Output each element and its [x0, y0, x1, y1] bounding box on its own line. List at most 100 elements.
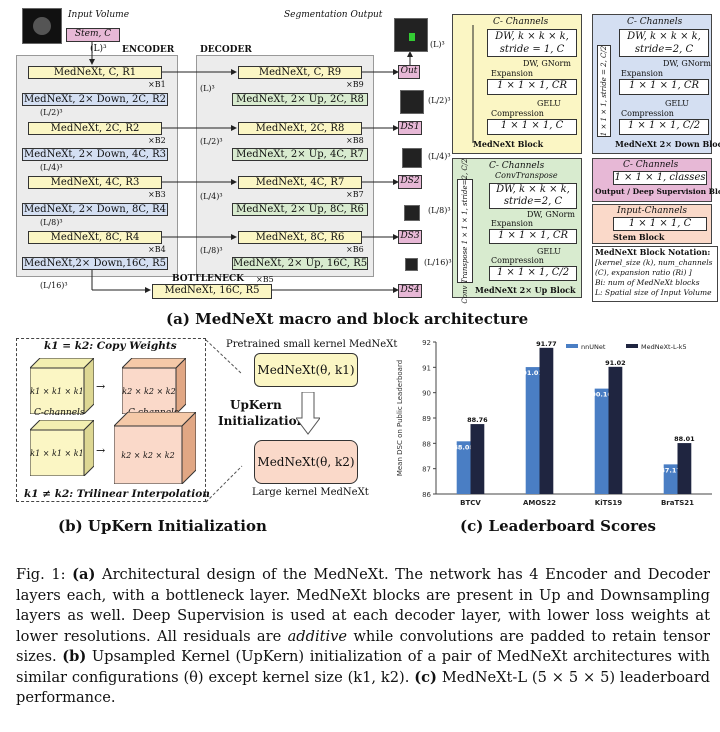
- down-block-gelu: GELU: [665, 99, 689, 108]
- panel-c-subcaption: (c) Leaderboard Scores: [460, 517, 656, 535]
- small-cube-1-label: k1 × k1 × k1: [30, 386, 84, 396]
- down-block-side: 1 × 1 × 1, stride = 2, C/2: [597, 45, 611, 137]
- ds4-output-image: [405, 258, 418, 271]
- repeat-b8: ×B8: [346, 136, 364, 145]
- chart-y-tick-label: 88: [422, 440, 431, 448]
- input-volume-label: Input Volume: [68, 10, 130, 20]
- chart-category-label: AMOS22: [523, 499, 556, 507]
- panel-a-connections: [89, 42, 413, 293]
- model-small-box: MedNeXt(θ, k1): [254, 353, 358, 387]
- encoder-block-4: MedNeXt, 2× Down, 4C, R3: [22, 148, 168, 161]
- mednext-block-dw: DW, k × k × k, stride = 1, C: [487, 29, 577, 57]
- up-block-gnorm: DW, GNorm: [527, 210, 575, 219]
- size-l-top: (L)³: [90, 44, 107, 54]
- repeat-b7: ×B7: [346, 190, 364, 199]
- decoder-label: DECODER: [200, 45, 252, 55]
- segmentation-output-image: [394, 18, 428, 52]
- caption-a-label: (a): [72, 566, 96, 583]
- orange-cube-interp: k2 × k2 × k2: [112, 410, 198, 486]
- caption-fig-label: Fig. 1:: [16, 566, 66, 583]
- mednext-block-panel: C- Channels DW, k × k × k, stride = 1, C…: [452, 14, 582, 154]
- encoder-block-1: MedNeXt, C, R1: [28, 66, 162, 79]
- ds2-box: DS2: [398, 175, 422, 189]
- encoder-block-2: MedNeXt, 2× Down, 2C, R2: [22, 93, 168, 106]
- chart-legend-swatch: [566, 344, 578, 348]
- segmentation-output-label: Segmentation Output: [284, 10, 383, 20]
- ds1-box: DS1: [398, 121, 422, 135]
- up-block-title: MedNeXt 2× Up Block: [475, 285, 576, 295]
- up-block-gelu: GELU: [537, 247, 561, 256]
- mednext-block-exp-conv: 1 × 1 × 1, CR: [487, 79, 577, 95]
- down-block-comp-conv: 1 × 1 × 1, C/2: [619, 119, 709, 135]
- up-block-side: Conv Transpose 1 × 1 × 1, stride=2, C/2: [457, 158, 473, 304]
- encoder-block-7: MedNeXt, 8C, R4: [28, 231, 162, 244]
- stem-box: Stem, C: [66, 28, 120, 42]
- caption-additive: additive: [287, 627, 348, 645]
- down-block-side-text: 1 × 1 × 1, stride = 2, C/2: [600, 45, 608, 137]
- mednext-block-title: MedNeXt Block: [473, 139, 544, 149]
- ds4-box: DS4: [398, 284, 422, 298]
- chart-data-label: 91.02: [605, 359, 626, 367]
- size-l2-enc: (L/2)³: [40, 108, 63, 117]
- chart-bar: [594, 388, 609, 494]
- size-l16-enc: (L/16)³: [40, 281, 68, 290]
- mednext-block-compression: Compression: [491, 109, 544, 118]
- size-l4-enc: (L/4)³: [40, 163, 63, 172]
- chart-y-tick-label: 87: [422, 466, 431, 474]
- size-l4-dec: (L/4)³: [200, 192, 223, 201]
- down-block-panel: C- Channels DW, k × k × k, stride=2, C D…: [592, 14, 720, 154]
- upkern-label: UpKern: [230, 398, 282, 412]
- decoder-block-1: MedNeXt, C, R9: [238, 66, 362, 79]
- output-block-channels: C- Channels: [623, 160, 679, 170]
- chart-category-label: BTCV: [460, 499, 481, 507]
- notation-line2: (C), expansion ratio (Ri) ]: [595, 268, 692, 277]
- ds3-box: DS3: [398, 230, 422, 244]
- chart-y-tick-label: 86: [422, 491, 431, 499]
- encoder-block-5: MedNeXt, 4C, R3: [28, 176, 162, 189]
- chart-bar: [677, 443, 692, 494]
- chart-legend-swatch: [626, 344, 638, 348]
- chart-bar: [539, 347, 554, 494]
- repeat-b6: ×B6: [346, 245, 364, 254]
- decoder-block-6: MedNeXt, 2× Up, 8C, R6: [232, 203, 368, 216]
- up-block-exp-conv: 1 × 1 × 1, CR: [489, 229, 577, 244]
- repeat-b3: ×B3: [148, 190, 166, 199]
- chart-y-label: Mean DSC on Public Leaderboard: [396, 360, 404, 476]
- chart-y-tick-label: 90: [422, 390, 431, 398]
- down-block-gnorm: DW, GNorm: [663, 59, 711, 68]
- bottleneck-label: BOTTLENECK: [172, 274, 244, 284]
- stem-block-channels: Input-Channels: [617, 206, 688, 216]
- size-l4-ds: (L/4)³: [428, 152, 451, 161]
- down-block-exp-conv: 1 × 1 × 1, CR: [619, 79, 709, 95]
- mednext-block-stride-text: stride = 1, C: [499, 44, 565, 55]
- stem-block-panel: Input-Channels 1 × 1 × 1, C Stem Block: [592, 204, 712, 244]
- chart-data-label: 91.01: [522, 369, 543, 377]
- chart-bar: [663, 464, 678, 494]
- upkern-copy-label: k1 = k2: Copy Weights: [44, 340, 177, 352]
- stem-block-title: Stem Block: [613, 232, 665, 242]
- ds3-output-image: [404, 205, 420, 221]
- down-block-stride-text: stride=2, C: [634, 44, 694, 55]
- encoder-block-3: MedNeXt, 2C, R2: [28, 122, 162, 135]
- caption-text-c: MedNeXt-L (5 × 5 × 5) leaderboard perfor…: [16, 668, 711, 707]
- upkern-bracket: [205, 339, 243, 503]
- up-block-side-text: Conv Transpose 1 × 1 × 1, stride=2, C/2: [461, 158, 469, 304]
- upkern-down-arrow: [296, 392, 320, 435]
- orange-cube-copy-label: k2 × k2 × k2: [122, 386, 176, 396]
- encoder-block-8: MedNeXt,2× Down,16C, R5: [22, 257, 168, 270]
- mednext-block-expansion: Expansion: [491, 69, 534, 78]
- large-kernel-label: Large kernel MedNeXt: [252, 487, 369, 498]
- notation-box: MedNeXt Block Notation: [kernel_size (k)…: [592, 246, 718, 302]
- size-l-dec: (L)³: [200, 84, 215, 93]
- up-block-compression: Compression: [491, 256, 544, 265]
- chart-y-tick-label: 91: [422, 364, 431, 372]
- chart-data-label: 91.77: [536, 340, 557, 348]
- initialization-label: Initialization: [218, 414, 306, 428]
- upkern-trilinear-label: k1 ≠ k2: Trilinear Interpolation: [24, 488, 210, 500]
- chart-data-label: 90.16: [591, 391, 612, 399]
- caption-text-a1: Architectural design of the MedNeXt. The…: [16, 566, 710, 645]
- chart-legend-label: nnUNet: [581, 343, 606, 351]
- chart-bar: [608, 366, 623, 494]
- up-block-comp-conv: 1 × 1 × 1, C/2: [489, 266, 577, 281]
